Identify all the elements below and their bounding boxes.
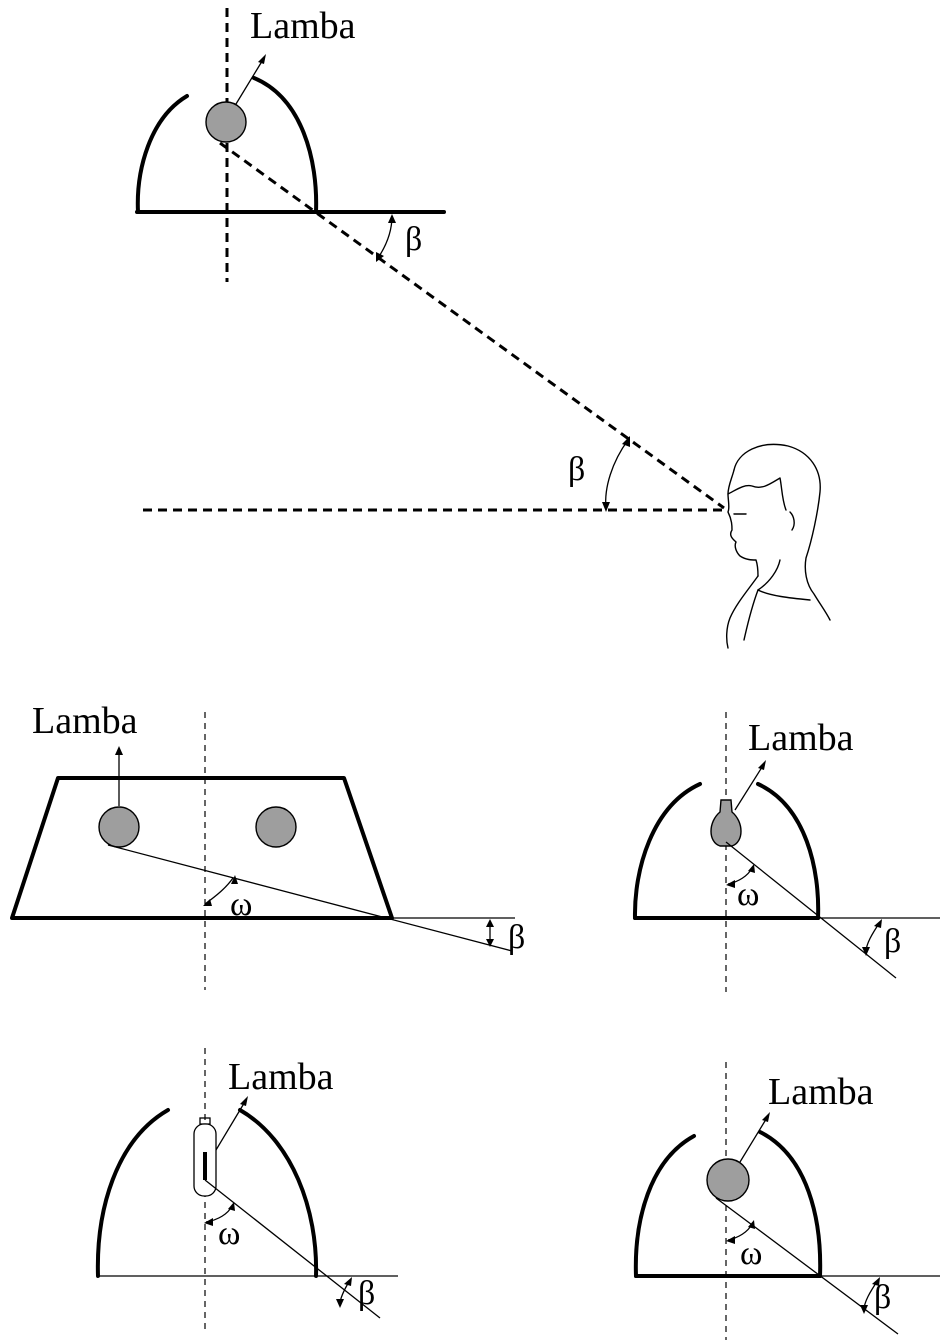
observer-face-profile <box>727 493 759 577</box>
cut-off-ray-sphere <box>715 1197 899 1335</box>
omega-arrowhead-trap-b <box>231 875 238 884</box>
beta-arrowhead-sphere-a <box>872 1277 880 1286</box>
beta-angle-arc-observer <box>605 439 629 509</box>
observer-figure <box>725 443 831 649</box>
cut-off-ray-pear <box>725 841 897 979</box>
observer-lapel <box>743 589 759 641</box>
omega-label-trap: ω <box>230 886 252 923</box>
lamp-pointer-line-tube <box>215 1099 247 1151</box>
beta-arrowhead-trap-b <box>486 939 494 947</box>
beta-arrowhead-pear-b <box>862 947 870 956</box>
omega-arrowhead-tube-a <box>204 1218 213 1226</box>
observer-collar <box>757 559 811 601</box>
beta-arrowhead-tube-b <box>336 1299 344 1308</box>
beta-label-tube: β <box>358 1275 375 1312</box>
omega-arrowhead-trap-a <box>203 899 212 906</box>
observer-beta-angle: β <box>568 436 630 512</box>
sphere-lamp-luminaire-figure: Lamba ω β <box>633 1062 940 1340</box>
beta-label-pear: β <box>884 923 901 960</box>
sphere-reflector-left <box>633 1134 696 1278</box>
sphere-reflector-right <box>758 1130 823 1278</box>
lamp-pointer-line <box>235 57 265 105</box>
cut-off-ray-tube <box>204 1179 381 1319</box>
lamp-pointer-arrowhead-pear <box>758 760 766 770</box>
omega-arrowhead-tube-b <box>228 1202 235 1211</box>
pear-lamp-luminaire-figure: Lamba ω β <box>632 712 940 992</box>
lamp-sphere-left <box>98 806 140 848</box>
lamp-pointer-line-sphere <box>739 1115 769 1163</box>
beta-arc-arrowhead-b <box>376 252 384 262</box>
beta-arrowhead-pear-a <box>874 919 882 928</box>
lamp-sphere <box>205 101 247 143</box>
beta-label-observer: β <box>568 451 585 488</box>
lamp-pointer-arrowhead <box>258 54 266 64</box>
lamp-label-pear: Lamba <box>748 717 854 759</box>
pear-reflector-right <box>756 782 821 920</box>
reflector-right-arc <box>252 76 319 214</box>
lamp-label-trap: Lamba <box>32 700 138 742</box>
lamp-sphere-bottom <box>706 1158 750 1202</box>
tube-reflector-right <box>238 1108 319 1278</box>
lamp-pointer-arrowhead-trap <box>115 746 123 755</box>
omega-arrowhead-sphere-b <box>748 1220 755 1229</box>
omega-arrowhead-pear-a <box>726 880 735 888</box>
beta-label-trap: β <box>508 919 525 956</box>
trapezoid-luminaire-figure: Lamba ω β <box>10 700 525 990</box>
line-of-sight <box>219 141 725 510</box>
lamp-label-tube: Lamba <box>228 1056 334 1098</box>
omega-arrowhead-pear-b <box>748 864 755 873</box>
omega-label-sphere: ω <box>740 1235 762 1272</box>
beta-arc-arrowhead-c <box>622 436 630 447</box>
trapezoid-body <box>10 776 394 920</box>
beta-arrowhead-tube-a <box>344 1277 352 1286</box>
top-luminaire-figure: Lamba β <box>135 5 446 282</box>
lamp-label-sphere: Lamba <box>768 1071 874 1113</box>
tubular-lamp-luminaire-figure: Lamba ω β <box>95 1048 398 1330</box>
omega-label-tube: ω <box>218 1215 240 1252</box>
beta-label-top: β <box>405 221 422 258</box>
beta-arrowhead-sphere-b <box>860 1305 868 1314</box>
omega-label-pear: ω <box>737 876 759 913</box>
beta-arc-arrowhead-d <box>602 502 610 512</box>
pear-reflector-left <box>632 782 702 920</box>
lamp-sphere-right <box>255 806 297 848</box>
beta-arrowhead-trap-a <box>486 919 494 927</box>
lamp-pointer-arrowhead-tube <box>240 1096 248 1106</box>
lamp-pointer-arrowhead-sphere <box>762 1112 770 1122</box>
observer-hair <box>727 469 787 511</box>
lamp-label: Lamba <box>250 5 356 47</box>
observer-ear <box>789 511 795 531</box>
beta-label-sphere: β <box>874 1279 891 1316</box>
observer-head-back <box>733 443 831 621</box>
observer-shoulder-front <box>725 575 759 649</box>
omega-arrowhead-sphere-a <box>726 1236 735 1244</box>
lamp-pointer-line-pear <box>734 763 765 811</box>
beta-arc-arrowhead-a <box>388 214 396 223</box>
cut-off-ray-trap <box>107 844 513 952</box>
tube-reflector-left <box>95 1108 170 1278</box>
reflector-left-arc <box>135 94 189 214</box>
